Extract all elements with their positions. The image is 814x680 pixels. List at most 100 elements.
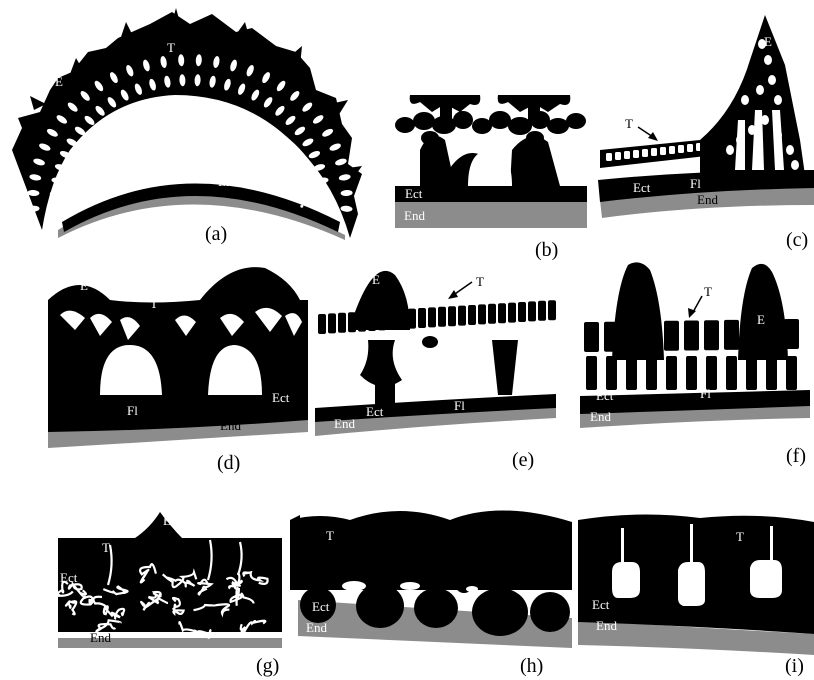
pore [741, 95, 749, 105]
tissue-block [684, 321, 699, 351]
pore [90, 151, 93, 154]
tissue-block [418, 308, 426, 328]
label-Fl: Fl [690, 176, 701, 191]
tissue-block [438, 307, 446, 327]
pore [77, 194, 80, 197]
label-E: E [163, 513, 171, 528]
caption-i: (i) [785, 655, 804, 677]
tissue-block [488, 304, 496, 324]
pore [299, 182, 302, 185]
tissue-block [318, 314, 326, 334]
label-End: End [404, 208, 425, 223]
pore [791, 160, 799, 170]
panel-e: E T Ect Fl End (e) [315, 271, 556, 471]
caption-a: (a) [205, 223, 227, 245]
pore [669, 146, 675, 154]
pore [146, 106, 149, 109]
tissue-block [428, 307, 436, 327]
tissue-block [518, 302, 526, 322]
label-T: T [476, 274, 484, 289]
tissue-block [606, 356, 617, 390]
label-End: End [90, 630, 111, 645]
tissue-block [448, 306, 456, 326]
label-Ect: Ect [633, 180, 651, 195]
tissue-block [538, 301, 546, 321]
pore [81, 171, 84, 174]
pore [786, 145, 794, 155]
label-Fl: Fl [126, 164, 137, 179]
pore [232, 106, 235, 109]
tissue-block [328, 313, 336, 333]
panel-g-diagram [51, 512, 282, 648]
tissue-block [706, 356, 717, 390]
tissue-block [686, 356, 697, 390]
tissue-block [626, 356, 637, 390]
label-End: End [596, 618, 617, 633]
label-Ect: Ect [60, 570, 78, 585]
tissue-block [666, 356, 677, 390]
tissue-block [766, 356, 777, 390]
label-T: T [102, 540, 110, 555]
pore [170, 100, 173, 103]
tissue-block [664, 321, 679, 351]
pore [606, 153, 612, 161]
pore [774, 95, 782, 105]
label-End: End [218, 174, 239, 189]
label-Ect: Ect [405, 186, 423, 201]
tissue-block [786, 356, 797, 390]
caption-f: (f) [786, 445, 806, 467]
pore [157, 102, 160, 105]
pore [726, 145, 734, 155]
caption-h: (h) [520, 655, 543, 677]
panel-e-diagram [315, 271, 556, 436]
label-E: E [80, 278, 88, 293]
label-T: T [625, 116, 633, 131]
label-T: T [326, 528, 334, 543]
panel-i-diagram [578, 514, 814, 655]
tissue-block [646, 356, 657, 390]
pore [272, 132, 275, 135]
caption-c: (c) [786, 229, 808, 251]
label-End: End [334, 416, 355, 431]
pore [134, 111, 137, 114]
pore [687, 144, 693, 152]
tissue-block [528, 301, 536, 321]
pore [633, 150, 639, 158]
tissue-block [478, 304, 486, 324]
pore [124, 117, 127, 120]
pore [280, 141, 283, 144]
label-End: End [306, 620, 327, 635]
label-Ect: Ect [192, 156, 210, 171]
label-Fl: Fl [127, 403, 138, 418]
label-Ect: Ect [312, 599, 330, 614]
panel-g: E T Ect End (g) [51, 512, 282, 677]
label-End: End [590, 409, 611, 424]
panel-f: T E Ect Fl End (f) [580, 262, 810, 467]
panel-d: E T Fl Ect End (d) [48, 267, 308, 474]
label-T: T [167, 40, 175, 55]
pore [296, 171, 299, 174]
label-Ect: Ect [272, 390, 290, 405]
pore [263, 124, 266, 127]
pore [292, 161, 295, 164]
label-Ect: Ect [592, 597, 610, 612]
pore [678, 145, 684, 153]
caption-g: (g) [256, 655, 279, 677]
pore [195, 99, 198, 102]
pore [761, 115, 769, 125]
pore [207, 100, 210, 103]
tissue-block [468, 305, 476, 325]
tissue-block [586, 356, 597, 390]
pore [774, 130, 782, 140]
pore [651, 148, 657, 156]
pore [764, 55, 772, 65]
tissue-block [746, 356, 757, 390]
label-Fl: Fl [700, 386, 711, 401]
caption-b: (b) [535, 239, 558, 261]
pore [300, 205, 303, 208]
pore [182, 99, 185, 102]
label-End: End [220, 418, 241, 433]
pore [114, 124, 117, 127]
pore [220, 102, 223, 105]
